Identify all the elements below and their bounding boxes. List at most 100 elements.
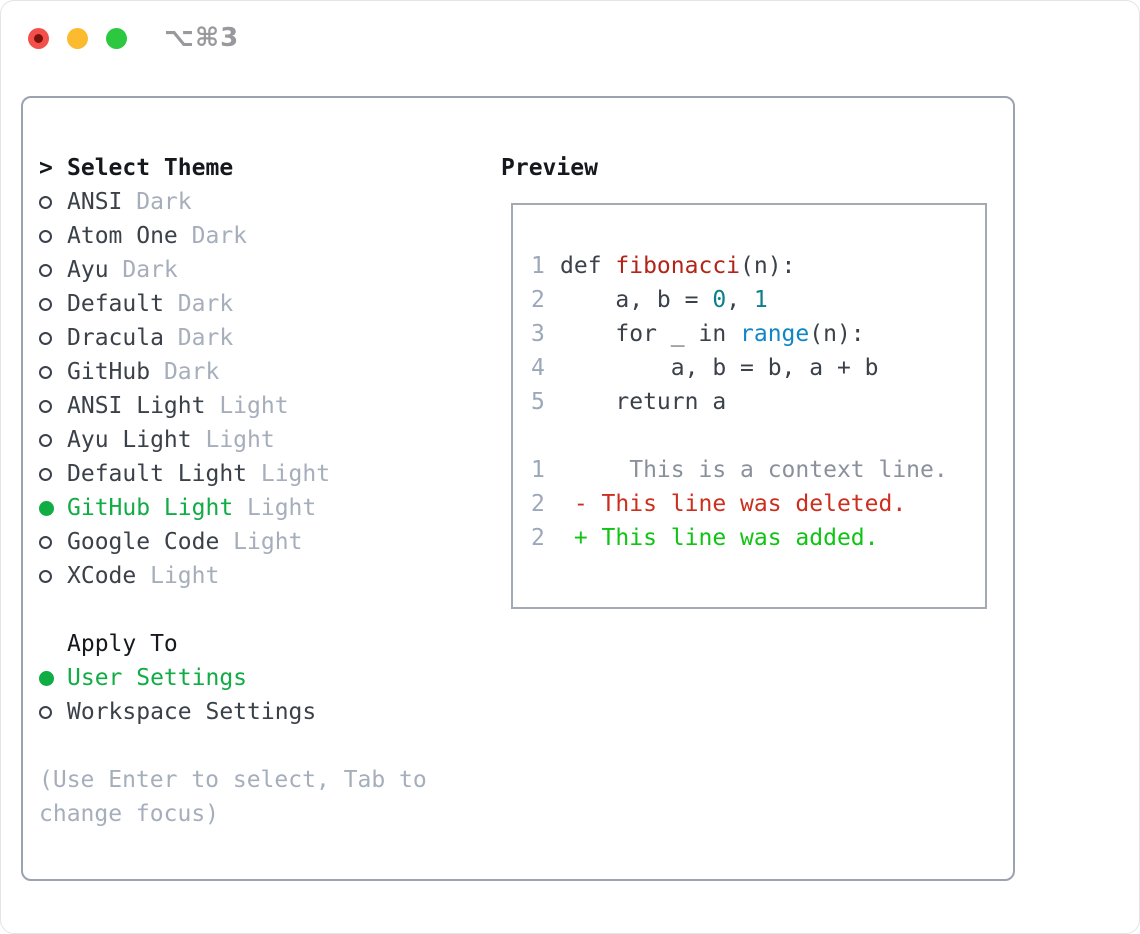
- theme-option-google-code[interactable]: Google Code Light: [39, 525, 427, 559]
- code-segment-fg: return a: [560, 389, 727, 415]
- code-segment-fg: a, b = b, a + b: [560, 355, 879, 381]
- theme-variant-label: Dark: [163, 325, 234, 351]
- option-label: User Settings: [67, 665, 248, 691]
- theme-variant-label: Light: [233, 495, 317, 521]
- line-number: 3: [531, 321, 545, 347]
- option-label: Default Light: [67, 461, 248, 487]
- zoom-button-icon[interactable]: [106, 28, 127, 49]
- code-line: 2 a, b = 0, 1: [531, 283, 985, 317]
- radio-unselected-icon: [39, 263, 52, 277]
- traffic-lights: [28, 28, 127, 49]
- code-segment-fg: for _ in: [560, 321, 741, 347]
- code-segment-num: 0: [712, 287, 727, 313]
- theme-variant-label: Light: [219, 529, 303, 555]
- option-label: ANSI: [67, 189, 123, 215]
- option-label: ANSI Light: [67, 393, 206, 419]
- preview-label: Preview: [501, 155, 598, 181]
- spacer: [39, 593, 427, 627]
- code-blank-line: [531, 419, 985, 453]
- code-segment-deleted: - This line was deleted.: [560, 491, 907, 517]
- code-segment-fg: ,: [726, 287, 754, 313]
- close-button-icon[interactable]: [28, 28, 49, 49]
- theme-option-github-light[interactable]: GitHub Light Light: [39, 491, 427, 525]
- hint-line-1: (Use Enter to select, Tab to: [39, 767, 427, 793]
- line-number: 2: [531, 491, 545, 517]
- theme-variant-label: Light: [136, 563, 220, 589]
- code-line: 1 This is a context line.: [531, 453, 985, 487]
- code-segment-builtin: range: [740, 321, 810, 347]
- code-line: 2 + This line was added.: [531, 521, 985, 555]
- theme-variant-label: Dark: [122, 189, 192, 215]
- radio-unselected-icon: [39, 569, 52, 583]
- code-segment-context: This is a context line.: [560, 457, 948, 483]
- radio-unselected-icon: [39, 535, 52, 549]
- radio-selected-icon: [39, 670, 54, 686]
- preview-header: Preview: [501, 151, 598, 185]
- code-segment-fg: a, b =: [560, 287, 713, 313]
- radio-unselected-icon: [39, 195, 52, 209]
- line-number: 2: [531, 287, 545, 313]
- option-label: Workspace Settings: [67, 699, 317, 725]
- radio-selected-icon: [39, 500, 54, 516]
- theme-variant-label: Light: [191, 427, 275, 453]
- option-label: Ayu Light: [67, 427, 192, 453]
- theme-variant-label: Light: [205, 393, 289, 419]
- option-label: GitHub: [67, 359, 151, 385]
- theme-option-ayu[interactable]: Ayu Dark: [39, 253, 427, 287]
- option-label: Google Code: [67, 529, 220, 555]
- radio-unselected-icon: [39, 331, 52, 345]
- theme-option-ansi[interactable]: ANSI Dark: [39, 185, 427, 219]
- code-segment-fg: (n):: [809, 321, 865, 347]
- theme-option-ayu-light[interactable]: Ayu Light Light: [39, 423, 427, 457]
- option-label: Dracula: [67, 325, 164, 351]
- radio-unselected-icon: [39, 705, 52, 719]
- apply-option-user-settings[interactable]: User Settings: [39, 661, 427, 695]
- code-segment-added: + This line was added.: [560, 525, 879, 551]
- radio-unselected-icon: [39, 467, 52, 481]
- theme-option-default-light[interactable]: Default Light Light: [39, 457, 427, 491]
- select-theme-label: Select Theme: [67, 155, 234, 181]
- line-number: 4: [531, 355, 545, 381]
- radio-unselected-icon: [39, 399, 52, 413]
- theme-option-ansi-light[interactable]: ANSI Light Light: [39, 389, 427, 423]
- hint-line-2: change focus): [39, 801, 220, 827]
- code-line: 2 - This line was deleted.: [531, 487, 985, 521]
- theme-variant-label: Light: [247, 461, 331, 487]
- code-segment-func: fibonacci: [615, 253, 741, 279]
- select-theme-header: > Select Theme: [39, 151, 427, 185]
- spacer: [39, 729, 427, 763]
- line-number: 1: [531, 253, 545, 279]
- minimize-button-icon[interactable]: [67, 28, 88, 49]
- apply-option-workspace-settings[interactable]: Workspace Settings: [39, 695, 427, 729]
- line-number: 5: [531, 389, 545, 415]
- hint-text: (Use Enter to select, Tab to change focus…: [39, 763, 427, 831]
- theme-variant-label: Dark: [108, 257, 178, 283]
- code-line: 5 return a: [531, 385, 985, 419]
- theme-option-github[interactable]: GitHub Dark: [39, 355, 427, 389]
- apply-to-label: Apply To: [67, 631, 178, 657]
- code-segment-num: 1: [753, 287, 768, 313]
- option-label: Default: [67, 291, 164, 317]
- radio-unselected-icon: [39, 433, 52, 447]
- theme-option-dracula[interactable]: Dracula Dark: [39, 321, 427, 355]
- code-line: 3 for _ in range(n):: [531, 317, 985, 351]
- radio-unselected-icon: [39, 229, 52, 243]
- theme-option-atom-one[interactable]: Atom One Dark: [39, 219, 427, 253]
- option-label: XCode: [67, 563, 137, 589]
- option-label: GitHub Light: [67, 495, 234, 521]
- theme-option-xcode[interactable]: XCode Light: [39, 559, 427, 593]
- theme-variant-label: Dark: [177, 223, 248, 249]
- code-segment-fg: (n):: [740, 253, 796, 279]
- line-number: 2: [531, 525, 545, 551]
- radio-unselected-icon: [39, 365, 52, 379]
- code-line: 4 a, b = b, a + b: [531, 351, 985, 385]
- apply-to-header: Apply To: [39, 627, 427, 661]
- theme-option-default[interactable]: Default Dark: [39, 287, 427, 321]
